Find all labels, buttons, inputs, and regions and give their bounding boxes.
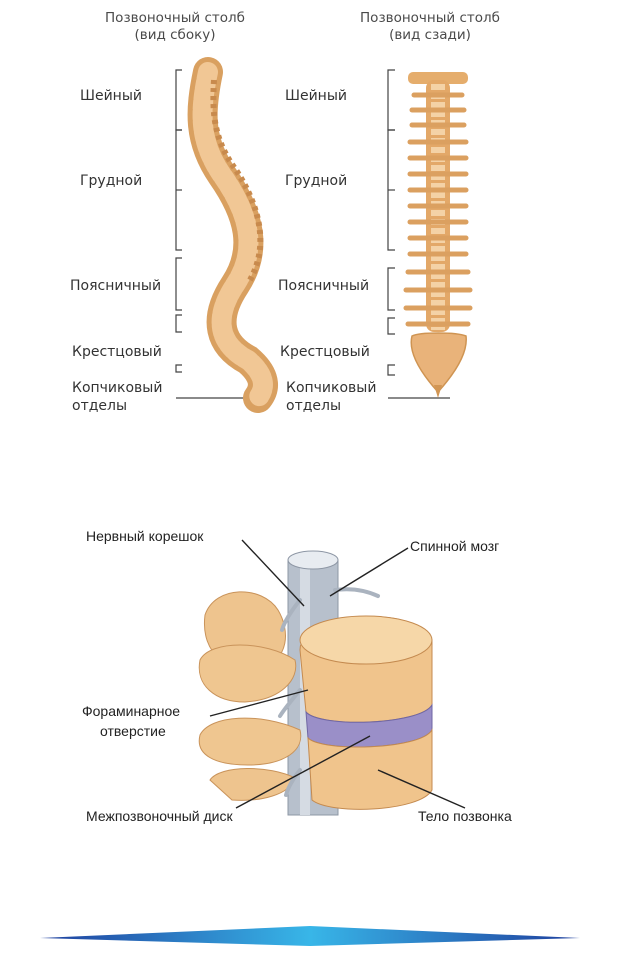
leader-nerve-root <box>241 539 305 607</box>
label-foramen-line1: Фораминарное <box>82 703 181 719</box>
back-label-sacral: Крестцовый <box>280 344 370 360</box>
label-vertebral-body: Тело позвонка <box>418 808 512 824</box>
side-view-title-line1: Позвоночный столб <box>105 10 245 26</box>
leader-lines <box>209 539 466 809</box>
back-view-title-line2: (вид сзади) <box>389 27 471 43</box>
back-label-thoracic: Грудной <box>285 173 348 189</box>
leader-spinal-cord <box>329 547 409 597</box>
label-disc: Межпозвоночный диск <box>86 808 233 824</box>
leader-disc <box>235 735 371 809</box>
footer-bar-shape <box>40 926 580 946</box>
back-view-brackets <box>387 69 450 399</box>
back-label-sections: отделы <box>286 398 342 414</box>
back-label-cervical: Шейный <box>285 88 347 104</box>
back-label-lumbar: Поясничный <box>278 278 370 294</box>
side-label-sections: отделы <box>72 398 128 414</box>
side-view-title: Позвоночный столб (вид сбоку) <box>70 10 280 44</box>
label-foramen-line2: отверстие <box>100 723 166 739</box>
label-nerve-root: Нервный корешок <box>86 528 204 544</box>
back-label-coccygeal: Копчиковый <box>286 380 377 396</box>
spine-illustration <box>175 57 473 413</box>
label-spinal-cord: Спинной мозг <box>410 538 500 554</box>
leader-foramen <box>209 689 309 717</box>
side-label-cervical: Шейный <box>80 88 142 104</box>
side-view-brackets <box>175 69 250 399</box>
side-spine-icon <box>187 57 278 413</box>
back-spine-icon <box>403 72 473 398</box>
side-label-thoracic: Грудной <box>80 173 143 189</box>
back-view-title: Позвоночный столб (вид сзади) <box>325 10 535 44</box>
vertebral-arch-icon <box>198 591 302 801</box>
vertebral-body-icon <box>299 615 433 810</box>
leader-body <box>377 769 466 809</box>
side-label-coccygeal: Копчиковый <box>72 380 163 396</box>
side-label-lumbar: Поясничный <box>70 278 162 294</box>
back-view-title-line1: Позвоночный столб <box>360 10 500 26</box>
side-view-title-line2: (вид сбоку) <box>134 27 216 43</box>
side-label-sacral: Крестцовый <box>72 344 162 360</box>
